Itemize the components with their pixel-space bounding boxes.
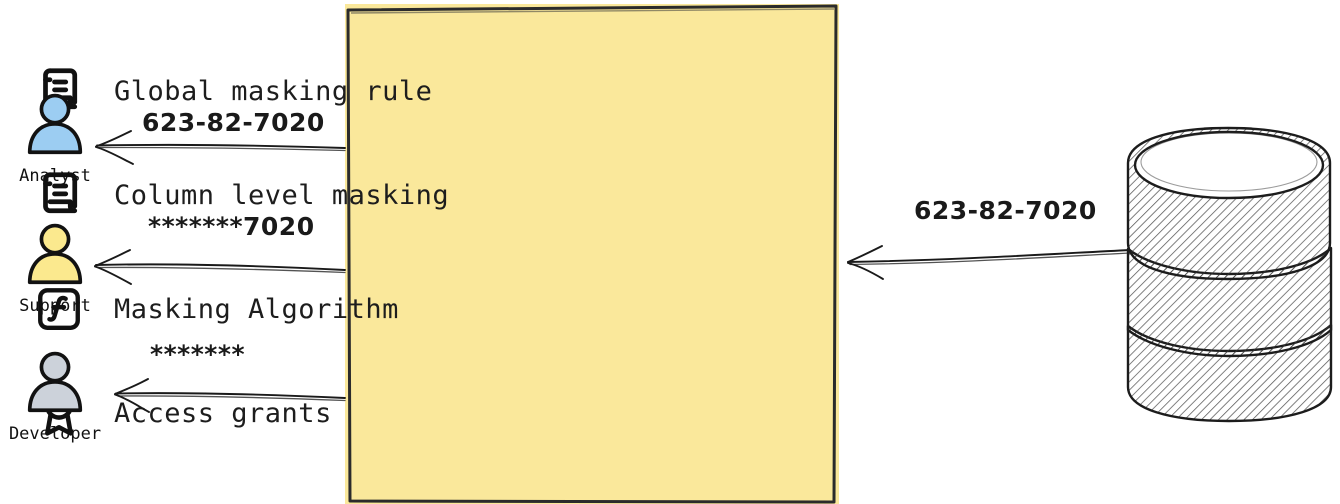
arrow-to-panel	[847, 245, 1131, 280]
panel-item-label: Access grants	[114, 397, 332, 429]
actor-label: Analyst	[19, 166, 91, 186]
panel-item-label: Global masking rule	[114, 75, 433, 107]
panel-item-label: Masking Algorithm	[114, 293, 399, 325]
panel-item-column-level-masking[interactable]: Column level masking	[30, 160, 449, 230]
scroll-icon	[30, 166, 88, 224]
actor-label: Developer	[8, 424, 102, 444]
actor-analyst[interactable]: Analyst	[0, 82, 110, 186]
person-icon	[0, 212, 110, 294]
actor-support[interactable]: Support	[0, 212, 110, 316]
flow-label-analyst: 623-82-7020	[142, 108, 325, 137]
flow-label-developer: *******	[150, 340, 246, 369]
panel-item-global-masking-rule[interactable]: Global masking rule	[30, 56, 432, 126]
flow-label-support: *******7020	[148, 212, 315, 241]
actor-developer[interactable]: Developer	[0, 340, 110, 444]
scroll-icon	[30, 62, 88, 120]
panel-item-masking-algorithm[interactable]: Masking Algorithm	[30, 274, 399, 344]
database-cylinder-icon	[1126, 126, 1333, 423]
person-icon	[0, 82, 110, 164]
panel-item-label: Column level masking	[114, 179, 450, 211]
flow-label-database: 623-82-7020	[914, 196, 1097, 225]
person-icon	[0, 340, 110, 422]
function-icon	[30, 280, 88, 338]
panel-item-access-grants[interactable]: Access grants	[30, 378, 332, 448]
actor-label: Support	[19, 296, 91, 316]
